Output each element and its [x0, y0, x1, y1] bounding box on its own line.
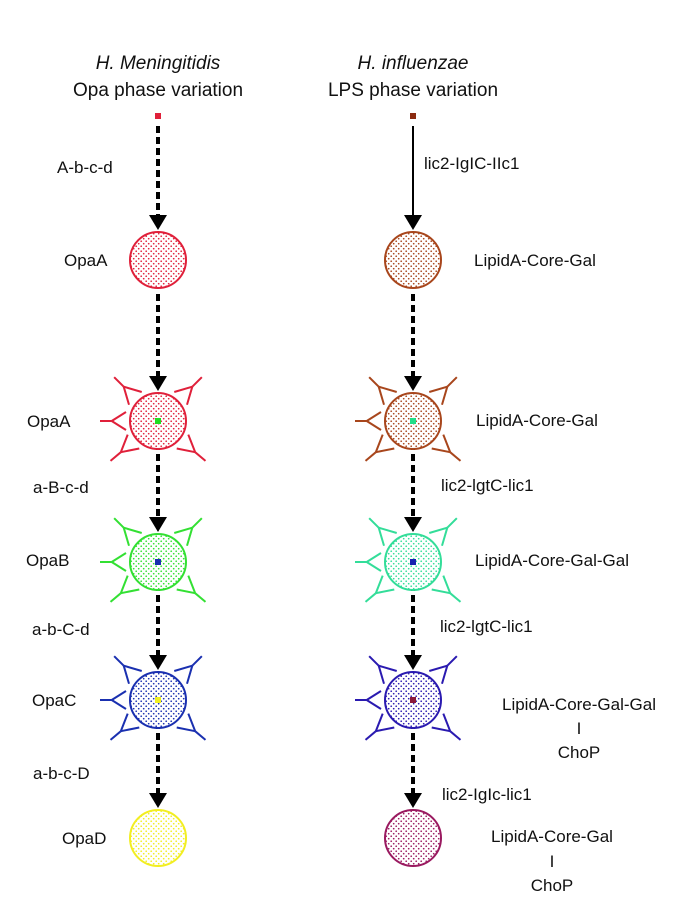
left-cell-core-dot-2 [155, 418, 161, 424]
right-transition-arrow-4-arrowhead-icon [404, 655, 422, 670]
right-cell-2-antenna-icon [368, 376, 398, 406]
left-cell-4-antenna-icon [109, 713, 140, 741]
right-cell-2-antenna-icon [364, 434, 395, 462]
left-stage-label-2: OpaA [27, 412, 71, 431]
right-cell-4-antenna-icon [364, 713, 395, 741]
right-cell-3-antenna-icon [368, 517, 398, 547]
left-cell-1 [129, 231, 187, 289]
right-stage-label-1: LipidA-Core-Gal [474, 251, 596, 270]
right-stage-label-4-line3: ChoP [557, 743, 601, 762]
left-transition-arrow-1-arrowhead-icon [149, 215, 167, 230]
left-cell-3-antenna-icon [109, 575, 140, 603]
left-cell-core-dot-3 [155, 559, 161, 565]
left-transition-label-4: a-b-C-d [32, 620, 90, 639]
right-cell-2 [355, 376, 462, 462]
left-stage-label-5: OpaD [62, 829, 107, 848]
left-transition-label-3: a-B-c-d [33, 478, 89, 497]
left-cell-body-5 [129, 809, 187, 867]
left-transition-arrow-2 [149, 294, 167, 391]
right-cell-2-antenna-icon [355, 411, 382, 431]
right-stage-label-4-line2: I [576, 719, 582, 738]
left-stage-label-3: OpaB [26, 551, 70, 570]
right-transition-label-3: lic2-lgtC-lic1 [441, 476, 534, 495]
right-cell-3-antenna-icon [355, 552, 382, 572]
right-stage-label-5-line2: I [549, 852, 555, 871]
right-cell-3-antenna-icon [431, 575, 462, 603]
left-cell-3-antenna-icon [100, 552, 127, 572]
left-cell-4-antenna-icon [100, 690, 127, 710]
right-transition-label-4: lic2-lgtC-lic1 [440, 617, 533, 636]
right-cell-core-dot-2 [410, 418, 416, 424]
right-cell-2-antenna-icon [431, 434, 462, 462]
right-stage-label-4-line1: LipidA-Core-Gal-Gal [502, 695, 656, 714]
right-cell-body-5 [384, 809, 442, 867]
left-cell-5 [129, 809, 187, 867]
right-cell-4-antenna-icon [431, 713, 462, 741]
right-cell-3 [355, 517, 462, 603]
left-stage-label-4: OpaC [32, 691, 77, 710]
right-cell-4-antenna-icon [355, 690, 382, 710]
right-cell-body-1 [384, 231, 442, 289]
right-transition-arrow-5-arrowhead-icon [404, 793, 422, 808]
left-transition-arrow-4-arrowhead-icon [149, 655, 167, 670]
right-species-heading: H. influenzae [357, 53, 469, 74]
left-transition-arrow-1 [149, 126, 167, 230]
left-cell-2-antenna-icon [173, 376, 203, 406]
left-cell-2-antenna-icon [100, 411, 127, 431]
left-cell-4 [100, 655, 207, 741]
right-transition-arrow-2 [404, 294, 422, 391]
right-stage-label-3: LipidA-Core-Gal-Gal [475, 551, 629, 570]
right-cell-1 [384, 231, 442, 289]
right-transition-arrow-1 [404, 126, 422, 230]
right-title-heading: LPS phase variation [327, 80, 499, 101]
right-transition-arrow-3-arrowhead-icon [404, 517, 422, 532]
left-cell-3-antenna-icon [176, 575, 207, 603]
left-title-heading: Opa phase variation [72, 80, 244, 101]
right-cell-2-antenna-icon [428, 376, 458, 406]
left-species-heading: H. Meningitidis [95, 53, 221, 74]
right-cell-4 [355, 655, 462, 741]
right-stage-label-2: LipidA-Core-Gal [476, 411, 598, 430]
left-cell-body-1 [129, 231, 187, 289]
right-cell-4-antenna-icon [368, 655, 398, 685]
right-cell-4-antenna-icon [428, 655, 458, 685]
right-transition-arrow-2-arrowhead-icon [404, 376, 422, 391]
left-transition-arrow-5-arrowhead-icon [149, 793, 167, 808]
right-cell-3-antenna-icon [428, 517, 458, 547]
left-stage-label-1: OpaA [64, 251, 108, 270]
left-cell-2 [100, 376, 207, 462]
left-cell-2-antenna-icon [176, 434, 207, 462]
left-cell-3 [100, 517, 207, 603]
left-transition-arrow-2-arrowhead-icon [149, 376, 167, 391]
left-cell-4-antenna-icon [176, 713, 207, 741]
left-transition-arrow-3-arrowhead-icon [149, 517, 167, 532]
right-cell-core-dot-4 [410, 697, 416, 703]
right-start-marker [410, 113, 416, 119]
left-transition-label-5: a-b-c-D [33, 764, 90, 783]
right-cell-core-dot-3 [410, 559, 416, 565]
left-cell-4-antenna-icon [173, 655, 203, 685]
left-transition-label-1: A-b-c-d [57, 158, 113, 177]
left-cell-3-antenna-icon [113, 517, 143, 547]
left-cell-4-antenna-icon [113, 655, 143, 685]
left-start-marker [155, 113, 161, 119]
right-transition-arrow-1-arrowhead-icon [404, 215, 422, 230]
right-transition-label-1: lic2-IgIC-IIc1 [424, 154, 520, 173]
left-cell-core-dot-4 [155, 697, 161, 703]
right-cell-3-antenna-icon [364, 575, 395, 603]
right-stage-label-5-line3: ChoP [530, 876, 574, 895]
right-stage-label-5-line1: LipidA-Core-Gal [491, 827, 613, 846]
left-cell-2-antenna-icon [109, 434, 140, 462]
right-transition-label-5: lic2-IgIc-lic1 [442, 785, 532, 804]
right-cell-5 [384, 809, 442, 867]
left-cell-3-antenna-icon [173, 517, 203, 547]
left-cell-2-antenna-icon [113, 376, 143, 406]
